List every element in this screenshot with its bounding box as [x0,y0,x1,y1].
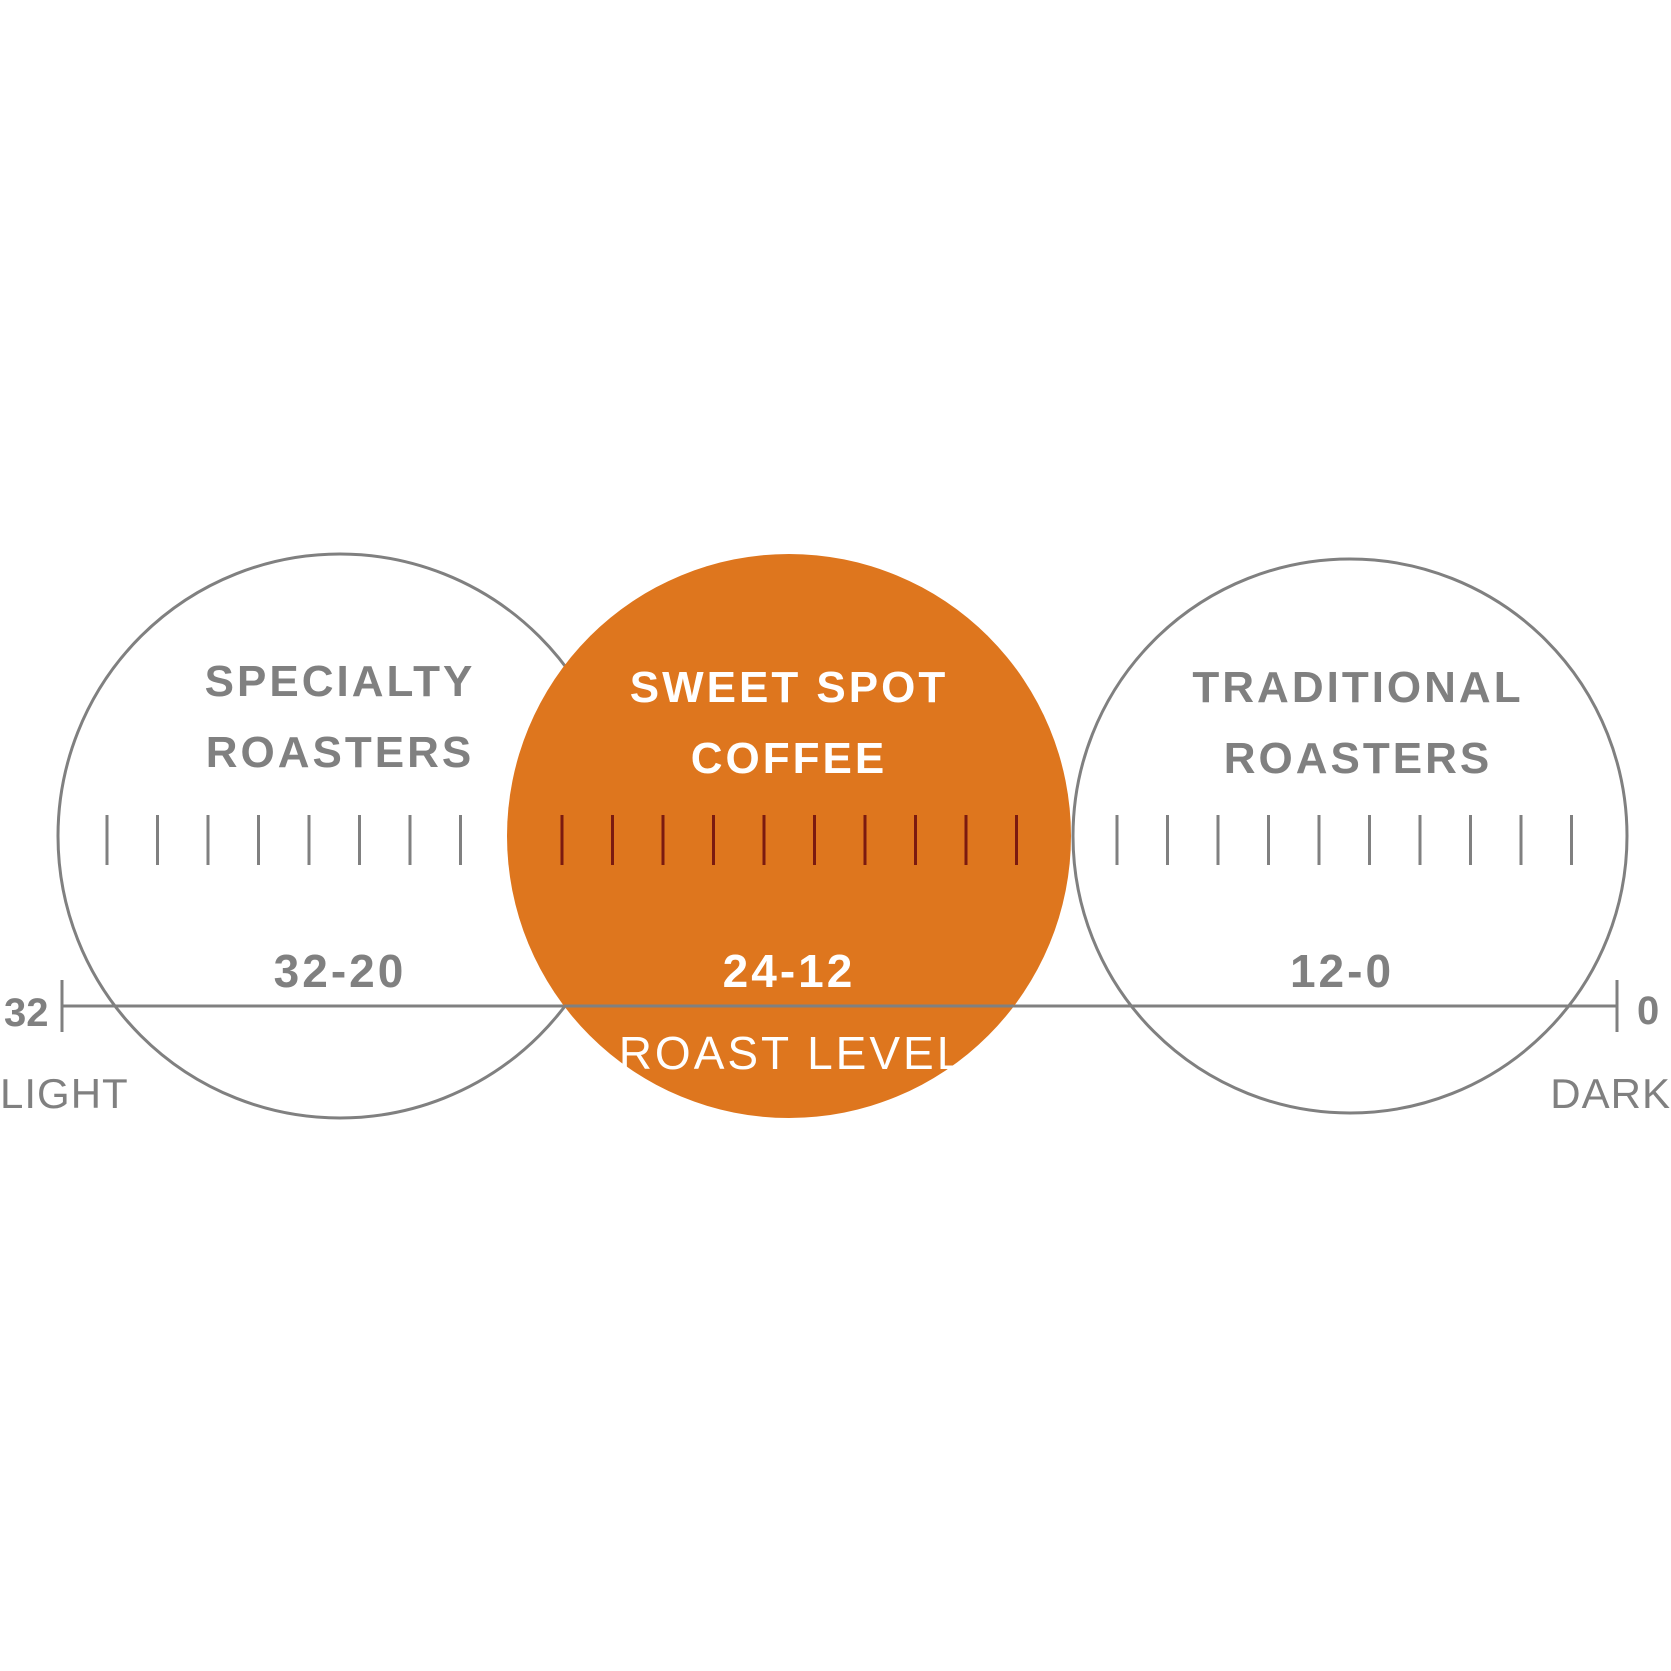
sweet-spot-circle [507,554,1071,1118]
axis-right-value: 0 [1637,989,1659,1033]
axis-left-label: LIGHT [0,1070,129,1117]
axis-left-value: 32 [4,991,49,1035]
specialty-ticks [105,815,462,865]
traditional-title-line1: TRADITIONAL [1192,663,1523,712]
traditional-circle [1071,557,1629,1115]
specialty-title-line2: ROASTERS [206,728,474,777]
sweet-spot-title-line2: COFFEE [691,734,887,783]
specialty-range: 32-20 [274,945,407,997]
traditional-range: 12-0 [1290,945,1394,997]
sweet-spot-ticks [560,815,1018,865]
traditional-title-line2: ROASTERS [1224,734,1492,783]
axis-right-label: DARK [1550,1070,1671,1117]
traditional-ticks [1115,815,1573,865]
roast-level-label: ROAST LEVEL [619,1027,966,1079]
specialty-title-line1: SPECIALTY [205,657,476,706]
sweet-spot-range: 24-12 [723,945,856,997]
sweet-spot-title-line1: SWEET SPOT [630,663,948,712]
